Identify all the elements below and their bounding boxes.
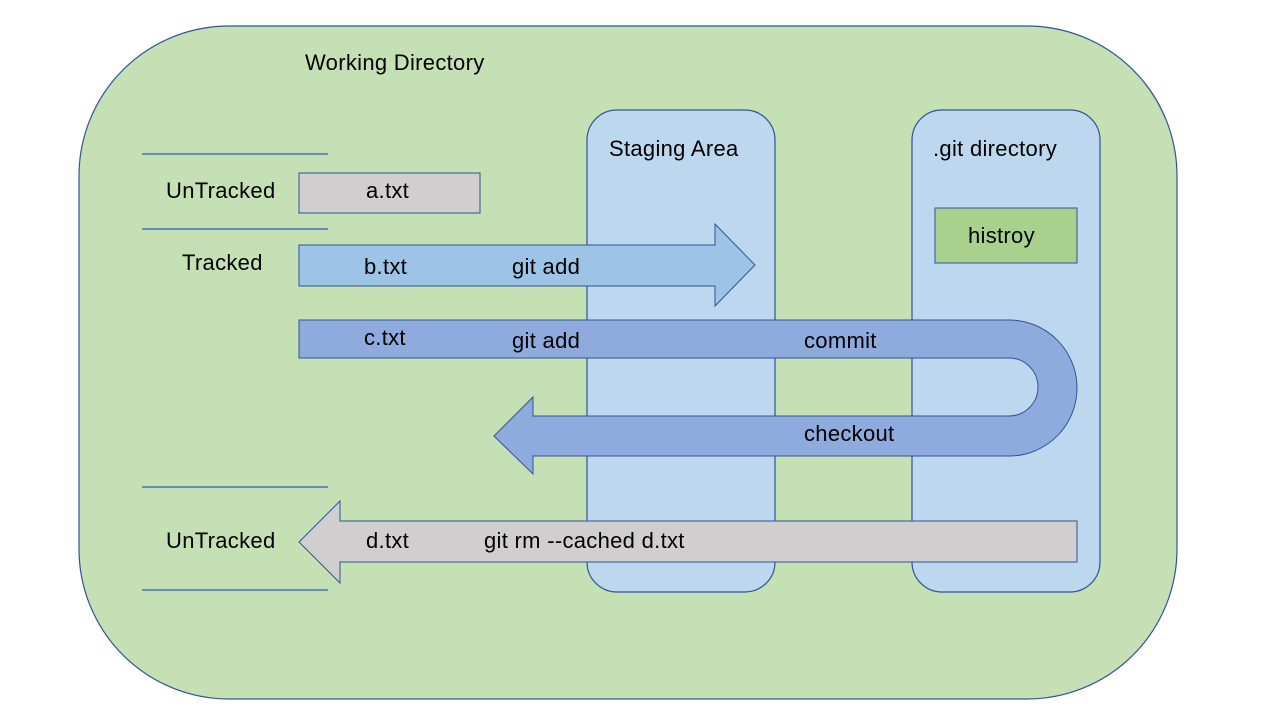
git-add-arrow-b xyxy=(298,222,756,308)
untracked-label-top: UnTracked xyxy=(166,178,276,203)
command-git-add-b: git add xyxy=(512,254,581,279)
tracked-label: Tracked xyxy=(182,250,263,275)
commit-checkout-u-arrow xyxy=(298,319,1078,476)
history-box xyxy=(934,207,1078,264)
git-rm-cached-arrow-d xyxy=(298,499,1078,585)
command-commit: commit xyxy=(804,328,877,353)
working-directory-title: Working Directory xyxy=(305,50,485,75)
untracked-label-bottom: UnTracked xyxy=(166,528,276,553)
file-name-c: c.txt xyxy=(364,325,406,350)
command-git-add-c: git add xyxy=(512,328,581,353)
file-name-d: d.txt xyxy=(366,528,410,553)
history-label: histroy xyxy=(968,223,1035,248)
command-checkout: checkout xyxy=(804,421,895,446)
file-name-a: a.txt xyxy=(366,178,410,203)
file-box-a xyxy=(298,172,481,214)
git-directory-title: .git directory xyxy=(933,136,1058,161)
command-git-rm-cached: git rm --cached d.txt xyxy=(484,528,685,553)
staging-area-title: Staging Area xyxy=(609,136,739,161)
file-name-b: b.txt xyxy=(364,254,408,279)
